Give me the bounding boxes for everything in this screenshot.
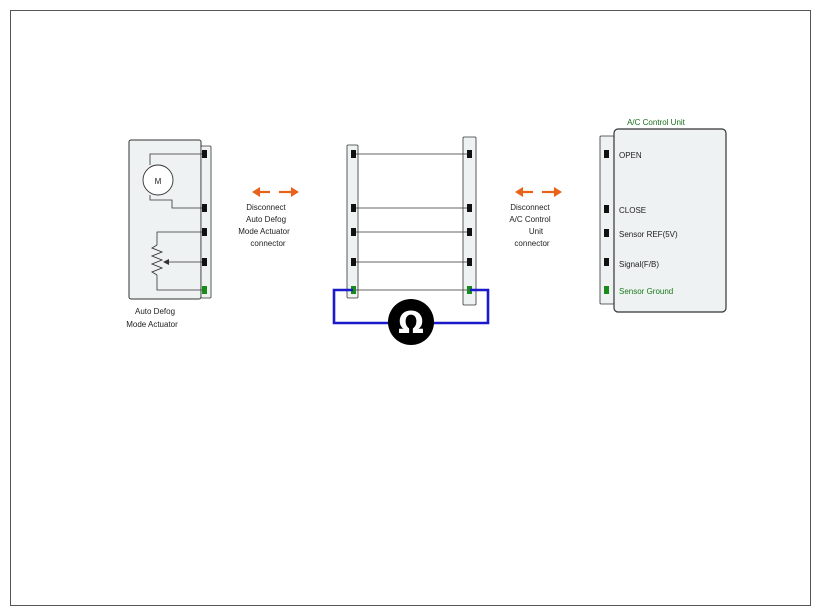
control-unit-pin-ground (604, 286, 609, 294)
actuator-name-line1: Auto Defog (135, 307, 175, 316)
harness-left-pin-ground (351, 286, 356, 294)
right-note-line1: Disconnect (510, 203, 550, 212)
harness-left-pin-1 (351, 150, 356, 158)
right-note-line2: A/C Control (509, 215, 551, 224)
actuator-pin-4 (202, 258, 207, 266)
control-unit-pin-close (604, 205, 609, 213)
pot-wire-top (156, 231, 202, 245)
control-unit-title: A/C Control Unit (627, 118, 686, 127)
left-note-line4: connector (250, 239, 285, 248)
pin-label-open: OPEN (619, 151, 642, 160)
double-arrow-icon (252, 187, 299, 197)
wiper-arrow-icon (163, 259, 169, 265)
pot-wire-bottom (156, 275, 202, 291)
double-arrow-icon (515, 187, 562, 197)
left-note-line2: Auto Defog (246, 215, 286, 224)
harness-right-pin-1 (467, 150, 472, 158)
right-note-line4: connector (514, 239, 549, 248)
harness-right-pin-2 (467, 204, 472, 212)
left-note-line1: Disconnect (246, 203, 286, 212)
harness (346, 136, 477, 306)
harness-left-pin-3 (351, 228, 356, 236)
left-note-line3: Mode Actuator (238, 227, 290, 236)
harness-left-pin-2 (351, 204, 356, 212)
control-unit-body (613, 128, 727, 313)
actuator-connector (200, 145, 212, 299)
control-unit-connector (599, 135, 615, 305)
pin-label-sensor-ref: Sensor REF(5V) (619, 230, 678, 239)
diagram-frame (10, 10, 811, 606)
actuator: M Auto Defog Mode Actuator (126, 139, 212, 329)
motor-wire-top (149, 153, 202, 165)
potentiometer-icon (150, 244, 164, 276)
motor-label: M (155, 177, 162, 186)
harness-right-connector (462, 136, 477, 306)
actuator-body (128, 139, 202, 300)
pin-label-sensor-ground: Sensor Ground (619, 287, 673, 296)
ohmmeter: Ω (332, 288, 490, 345)
control-unit-pin-signal (604, 258, 609, 266)
right-note-line3: Unit (529, 227, 544, 236)
motor-icon (142, 164, 174, 196)
ohm-symbol: Ω (398, 306, 424, 341)
harness-right-pin-ground (467, 286, 472, 294)
right-disconnect-note: Disconnect A/C Control Unit connector (509, 187, 562, 248)
actuator-pin-1 (202, 150, 207, 158)
harness-right-pin-4 (467, 258, 472, 266)
pin-label-signal: Signal(F/B) (619, 260, 659, 269)
harness-right-pin-3 (467, 228, 472, 236)
control-unit-pin-ref (604, 229, 609, 237)
pin-label-close: CLOSE (619, 206, 646, 215)
control-unit: A/C Control Unit OPEN CLOSE Sensor REF(5… (599, 118, 727, 313)
actuator-pin-2 (202, 204, 207, 212)
left-disconnect-note: Disconnect Auto Defog Mode Actuator conn… (238, 187, 299, 248)
motor-wire-bottom (149, 195, 202, 209)
harness-left-connector (346, 144, 359, 299)
harness-left-pin-4 (351, 258, 356, 266)
actuator-pin-3 (202, 228, 207, 236)
actuator-pin-ground (202, 286, 207, 294)
ohmmeter-icon (388, 299, 434, 345)
actuator-name-line2: Mode Actuator (126, 320, 178, 329)
control-unit-pin-open (604, 150, 609, 158)
